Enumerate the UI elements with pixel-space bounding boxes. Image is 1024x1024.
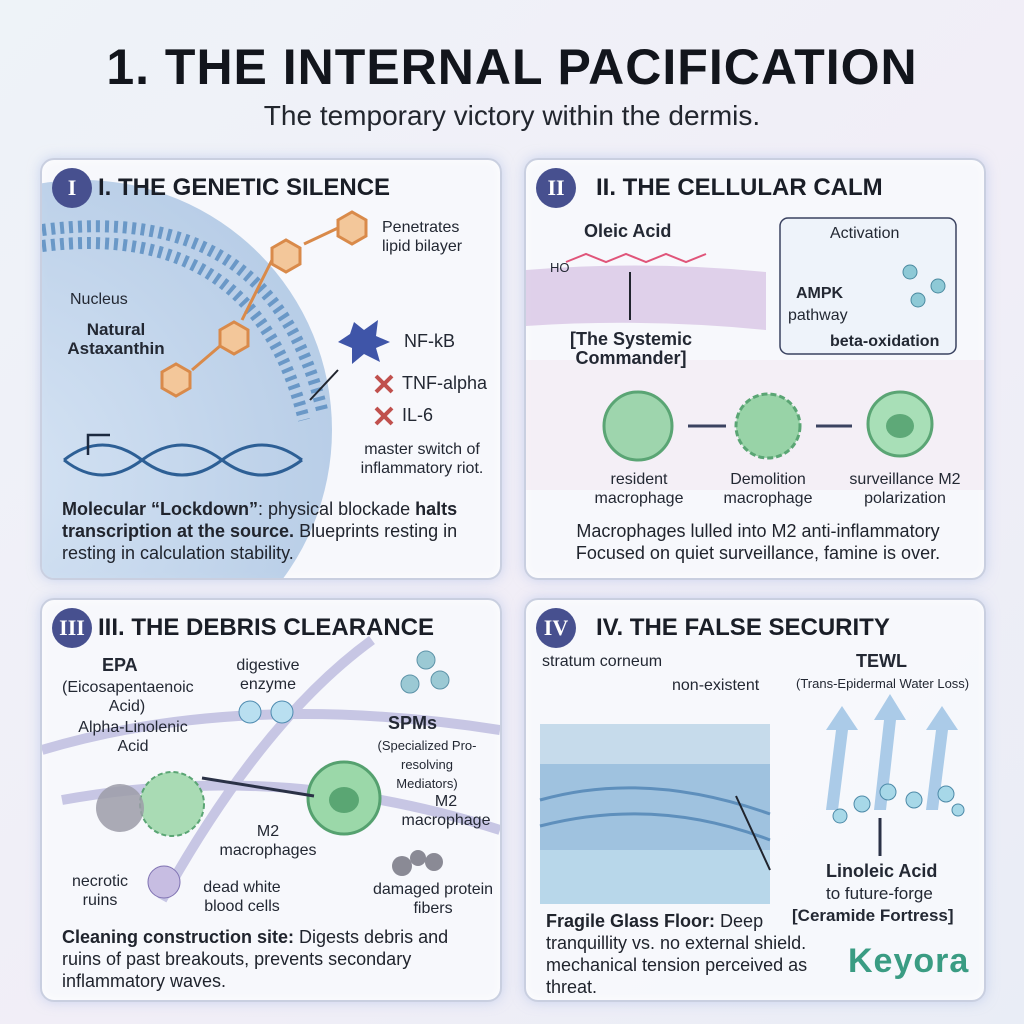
label-systemic-commander: [The Systemic Commander] xyxy=(569,329,693,368)
label-astaxanthin: Natural Astaxanthin xyxy=(67,320,165,358)
dermis-layer xyxy=(540,850,770,904)
enzyme-icon xyxy=(238,700,262,724)
panel-title: IV. THE FALSE SECURITY xyxy=(596,614,890,641)
label-non-existent: non-existent xyxy=(672,677,760,694)
page-title: 1. THE INTERNAL PACIFICATION xyxy=(106,39,918,95)
label-oleic-acid: Oleic Acid xyxy=(584,221,672,241)
nucleus-shape xyxy=(886,414,914,438)
necrotic-ruins-icon xyxy=(96,784,144,832)
transcription-arrow-icon xyxy=(86,433,110,455)
label-nucleus: Nucleus xyxy=(70,291,128,308)
label-ceramide-fortress: [Ceramide Fortress] xyxy=(792,906,954,925)
label-m2-macrophage: M2 macrophage xyxy=(401,793,491,829)
spm-molecule-icon xyxy=(400,674,420,694)
damaged-fiber-debris xyxy=(392,850,443,876)
panel-title: I. THE GENETIC SILENCE xyxy=(98,174,391,201)
panel-numeral: III xyxy=(52,608,92,648)
label-linoleic-acid: Linoleic Acid xyxy=(826,861,938,881)
molecule-dot xyxy=(930,278,946,294)
molecule-dot xyxy=(910,292,926,308)
m2-macrophages-icon xyxy=(139,771,205,837)
label-necrotic-ruins: necrotic ruins xyxy=(71,873,129,909)
label-nfkb: NF-kB xyxy=(404,331,455,351)
tissue-layer xyxy=(526,265,766,330)
caption-bold: Molecular “Lockdown” xyxy=(62,499,259,519)
panel-title: II. THE CELLULAR CALM xyxy=(596,174,883,201)
caption-bold: Cleaning construction site: xyxy=(62,927,295,947)
panel-genetic-silence: I I. THE GENETIC SILENCE Penetrates lipi… xyxy=(40,158,502,580)
label-spms: SPMs xyxy=(388,713,438,733)
false-security-illustration xyxy=(539,694,965,904)
spm-molecule-icon xyxy=(430,670,450,690)
label-tewl-full: (Trans-Epidermal Water Loss) xyxy=(796,676,970,691)
oleic-acid-chain xyxy=(565,252,707,264)
label-il6: IL-6 xyxy=(402,405,434,425)
label-penetrates: Penetrates lipid bilayer xyxy=(382,219,463,255)
panel-false-security: IV IV. THE FALSE SECURITY stratum corneu… xyxy=(524,598,986,1002)
panel-numeral: II xyxy=(536,168,576,208)
enzyme-icon xyxy=(270,700,294,724)
label-epa-full: (Eicosapentaenoic Acid) xyxy=(62,679,194,715)
label-beta-oxidation: beta-oxidation xyxy=(830,333,940,350)
panel-caption: Cleaning construction site: Digests debr… xyxy=(62,926,486,992)
panel-caption: Molecular “Lockdown”: physical blockade … xyxy=(62,498,486,564)
demolition-macrophage-icon xyxy=(734,392,802,460)
cellular-calm-illustration xyxy=(526,217,984,490)
panel-caption: Macrophages lulled into M2 anti-inflamma… xyxy=(575,521,941,563)
panel-caption: Fragile Glass Floor: Deep tranquillity v… xyxy=(546,910,810,998)
stratum-corneum-layer xyxy=(540,724,770,764)
label-ampk: AMPK xyxy=(796,285,844,302)
genetic-silence-illustration xyxy=(42,180,394,578)
label-activation: Activation xyxy=(830,225,900,242)
dna-helix-icon xyxy=(63,443,303,477)
panel-cellular-calm: II II. THE CELLULAR CALM Oleic Acid HO [… xyxy=(524,158,986,580)
panel-numeral: IV xyxy=(536,608,576,648)
label-ho: HO xyxy=(550,260,570,275)
label-pathway: pathway xyxy=(788,307,848,324)
label-dead-wbc: dead white blood cells xyxy=(203,879,281,915)
nfkb-blocker-icon xyxy=(338,320,390,364)
brand-logo: Keyora xyxy=(848,942,970,980)
spm-molecule-icon xyxy=(416,650,436,670)
pointer-line xyxy=(735,795,771,871)
debris-clearance-illustration xyxy=(42,635,500,903)
label-alpha-linolenic: Alpha-Linolenic Acid xyxy=(78,719,188,755)
label-surveillance: surveillance M2 polarization xyxy=(849,471,961,507)
nucleus-shape xyxy=(329,787,359,813)
molecule-dot xyxy=(902,264,918,280)
lipid-bilayer-inner xyxy=(42,237,310,422)
label-demolition-macrophage: Demolition macrophage xyxy=(723,471,813,507)
resident-macrophage-icon xyxy=(602,390,674,462)
panel-debris-clearance: III III. THE DEBRIS CLEARANCE EPA (Eicos… xyxy=(40,598,502,1002)
label-enzyme: digestive enzyme xyxy=(236,657,300,693)
block-x-icon xyxy=(374,374,394,426)
label-damaged-fibers: damaged protein fibers xyxy=(372,881,494,917)
tewl-arrows xyxy=(826,694,958,810)
label-master-switch: master switch of inflammatory riot. xyxy=(360,441,484,477)
astaxanthin-molecule xyxy=(160,210,368,398)
label-spms-full: (Specialized Pro-resolving Mediators) xyxy=(377,738,477,791)
caption-text: Deep tranquillity vs. no external shield… xyxy=(546,911,808,997)
label-stratum-corneum: stratum corneum xyxy=(542,653,663,670)
label-m2-macrophages: M2 macrophages xyxy=(219,823,317,859)
arrow-right-icon xyxy=(201,776,315,798)
label-resident-macrophage: resident macrophage xyxy=(594,471,684,507)
panel-title: III. THE DEBRIS CLEARANCE xyxy=(98,614,435,641)
page-subtitle: The temporary victory within the dermis. xyxy=(263,100,761,131)
caption-text: : physical blockade xyxy=(258,499,411,519)
label-epa: EPA xyxy=(102,655,138,675)
ampk-box xyxy=(779,217,957,355)
pointer-line xyxy=(309,369,339,401)
label-future-forge: to future-forge xyxy=(826,884,933,903)
caption-bold: Fragile Glass Floor: xyxy=(546,911,716,931)
caption-text: Digests debris and ruins of past breakou… xyxy=(62,927,449,991)
label-tewl: TEWL xyxy=(856,651,907,671)
panel-numeral: I xyxy=(52,168,92,208)
water-molecule-icon xyxy=(832,783,965,824)
caption-text: Blueprints resting in resting in calcula… xyxy=(62,521,458,563)
caption-bold: halts transcription at the source. xyxy=(62,499,458,541)
lipid-bilayer-outer xyxy=(42,220,328,412)
label-tnf-alpha: TNF-alpha xyxy=(402,373,488,393)
dead-white-blood-cell-icon xyxy=(147,865,181,899)
